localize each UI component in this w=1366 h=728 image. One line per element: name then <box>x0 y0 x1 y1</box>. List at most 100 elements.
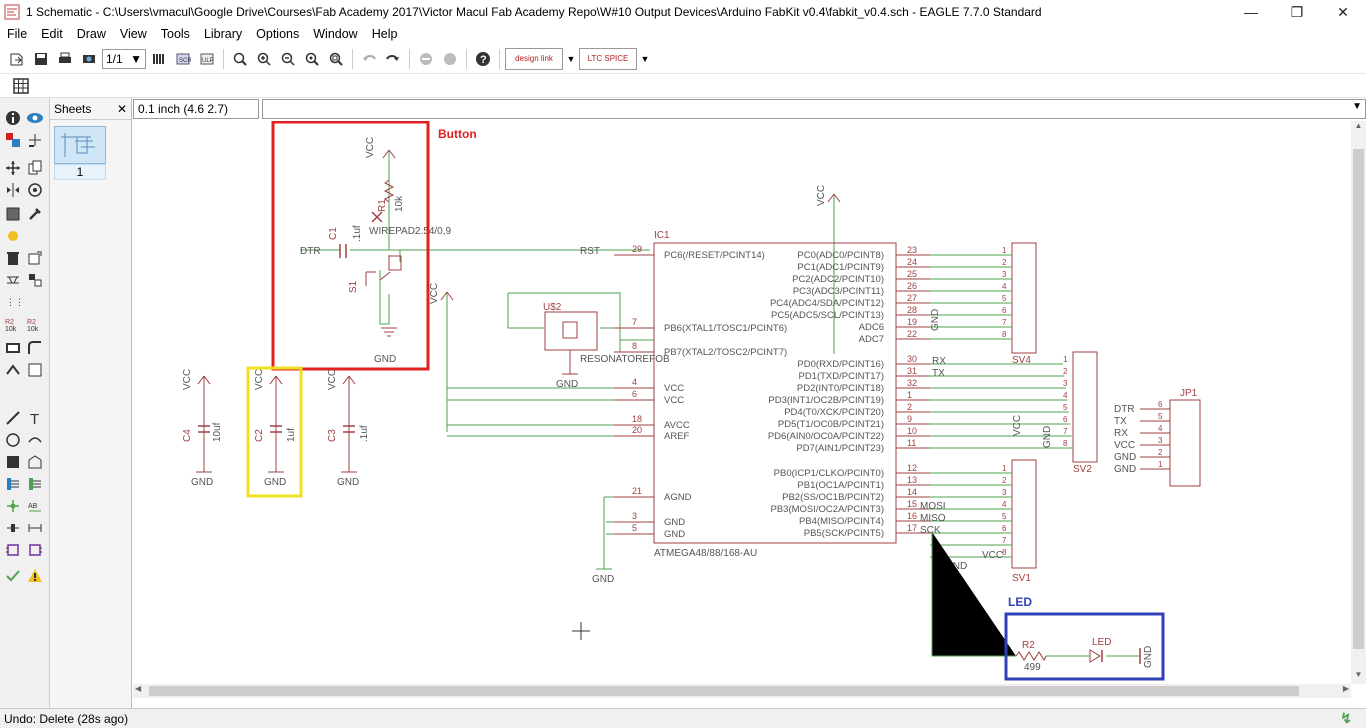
resonator-label: RESONATOREFOB <box>580 354 670 365</box>
circle-icon[interactable] <box>3 430 23 450</box>
attribute-icon[interactable] <box>3 518 23 538</box>
copy-icon[interactable] <box>25 158 45 178</box>
smash-icon[interactable] <box>3 338 23 358</box>
ic-right-pin-number: 25 <box>907 269 917 279</box>
pinswap-icon[interactable] <box>3 270 23 290</box>
chevron-down-icon[interactable]: ▼ <box>566 53 576 64</box>
scroll-left-icon[interactable]: ◀ <box>135 684 142 693</box>
minimize-button[interactable]: — <box>1244 4 1258 20</box>
line-icon[interactable] <box>3 408 23 428</box>
group-icon[interactable] <box>3 204 23 224</box>
scroll-down-icon[interactable]: ▼ <box>1354 670 1363 679</box>
scroll-right-icon[interactable]: ▶ <box>1342 684 1349 693</box>
add-icon[interactable] <box>25 248 45 268</box>
ltspice-button[interactable]: LTC SPICE <box>579 47 637 70</box>
info-icon[interactable] <box>3 108 23 128</box>
text-icon[interactable]: T <box>25 408 45 428</box>
designlink-button[interactable]: design link <box>505 47 563 70</box>
arc-icon[interactable] <box>25 430 45 450</box>
menu-window[interactable]: Window <box>313 27 358 41</box>
dimension-icon[interactable] <box>25 518 45 538</box>
command-input[interactable]: ▼ <box>262 99 1366 119</box>
scroll-up-icon[interactable]: ▲ <box>1354 121 1363 130</box>
open-icon[interactable] <box>6 48 28 70</box>
replace-icon[interactable]: ⋮⋮ <box>3 292 23 312</box>
print-icon[interactable] <box>54 48 76 70</box>
chevron-down-icon[interactable]: ▼ <box>1352 101 1362 112</box>
scroll-thumb[interactable] <box>1353 149 1364 649</box>
polygon-icon[interactable] <box>25 452 45 472</box>
scroll-thumb-h[interactable] <box>149 686 1299 696</box>
menu-help[interactable]: Help <box>371 27 398 41</box>
ic-right-pin-name: PB0(ICP1/CLKO/PCINT0) <box>774 468 884 479</box>
horizontal-scrollbar[interactable]: ◀ ▶ <box>133 684 1351 698</box>
drc-go-icon[interactable]: ↯ <box>1340 710 1352 726</box>
rect-icon[interactable] <box>3 452 23 472</box>
split-icon[interactable] <box>3 360 23 380</box>
sv4-label: SV4 <box>1012 355 1031 366</box>
redraw-icon[interactable] <box>301 48 323 70</box>
maximize-button[interactable]: ❐ <box>1290 3 1304 20</box>
close-button[interactable]: ✕ <box>1337 3 1349 20</box>
sheet-thumbnail[interactable] <box>54 126 106 164</box>
help-icon[interactable]: ? <box>472 48 494 70</box>
menu-library[interactable]: Library <box>203 27 243 41</box>
zoom-in-icon[interactable] <box>253 48 275 70</box>
delete-icon[interactable] <box>3 248 23 268</box>
save-icon[interactable] <box>30 48 52 70</box>
ic-left-pin-number: 6 <box>632 389 637 399</box>
miter-icon[interactable] <box>25 338 45 358</box>
net-icon[interactable] <box>25 474 45 494</box>
bus-icon[interactable] <box>3 474 23 494</box>
menu-file[interactable]: File <box>7 27 28 41</box>
invoke-icon[interactable] <box>25 360 45 380</box>
c2-label: C2 <box>254 429 265 442</box>
stop-icon[interactable] <box>415 48 437 70</box>
undo-icon[interactable] <box>358 48 380 70</box>
grid-icon[interactable] <box>10 75 32 97</box>
menu-view[interactable]: View <box>119 27 147 41</box>
zoom-out-icon[interactable] <box>277 48 299 70</box>
menu-draw[interactable]: Draw <box>76 27 106 41</box>
schematic-canvas[interactable]: VCC R1 10k WIREPAD2.54/0,9 C1 .1uf DTR R… <box>133 121 1351 684</box>
sheet-select[interactable]: 1/1▼ <box>102 48 146 69</box>
ulp-icon[interactable]: ULP <box>196 48 218 70</box>
close-icon[interactable]: ✕ <box>116 101 127 116</box>
mark-icon[interactable] <box>25 130 45 150</box>
board-icon[interactable] <box>148 48 170 70</box>
chevron-down-icon[interactable]: ▼ <box>640 53 650 64</box>
frame-icon[interactable] <box>3 540 23 560</box>
paste-icon[interactable] <box>3 226 23 246</box>
ic-left-pin-number: 8 <box>632 341 637 351</box>
move-icon[interactable] <box>3 158 23 178</box>
sheet-number[interactable]: 1 <box>54 164 106 180</box>
vertical-scrollbar[interactable]: ▲ ▼ <box>1351 121 1366 684</box>
c2-value: 1uf <box>286 428 297 442</box>
cam-icon[interactable] <box>78 48 100 70</box>
display-layers-icon[interactable] <box>3 130 23 150</box>
errors-icon[interactable] <box>25 566 45 586</box>
modules-icon[interactable] <box>25 540 45 560</box>
label-icon[interactable]: AB <box>25 496 45 516</box>
junction-icon[interactable] <box>3 496 23 516</box>
ic-left-pin-name: AREF <box>664 431 690 442</box>
rotate-icon[interactable] <box>25 180 45 200</box>
menu-edit[interactable]: Edit <box>41 27 63 41</box>
title-bar: 1 Schematic - C:\Users\vmacul\Google Dri… <box>0 0 1366 24</box>
sch-icon[interactable]: SCR <box>172 48 194 70</box>
menu-options[interactable]: Options <box>256 27 300 41</box>
zoom-select-icon[interactable] <box>325 48 347 70</box>
menu-tools[interactable]: Tools <box>160 27 190 41</box>
erc-icon[interactable] <box>3 566 23 586</box>
redo-icon[interactable] <box>382 48 404 70</box>
show-icon[interactable] <box>25 108 45 128</box>
header-pin-number: 7 <box>1002 536 1007 545</box>
svg-text:SCR: SCR <box>179 58 191 64</box>
gateswap-icon[interactable] <box>25 270 45 290</box>
go-icon[interactable] <box>439 48 461 70</box>
mirror-icon[interactable] <box>3 180 23 200</box>
zoom-fit-icon[interactable] <box>229 48 251 70</box>
change-icon[interactable] <box>25 204 45 224</box>
